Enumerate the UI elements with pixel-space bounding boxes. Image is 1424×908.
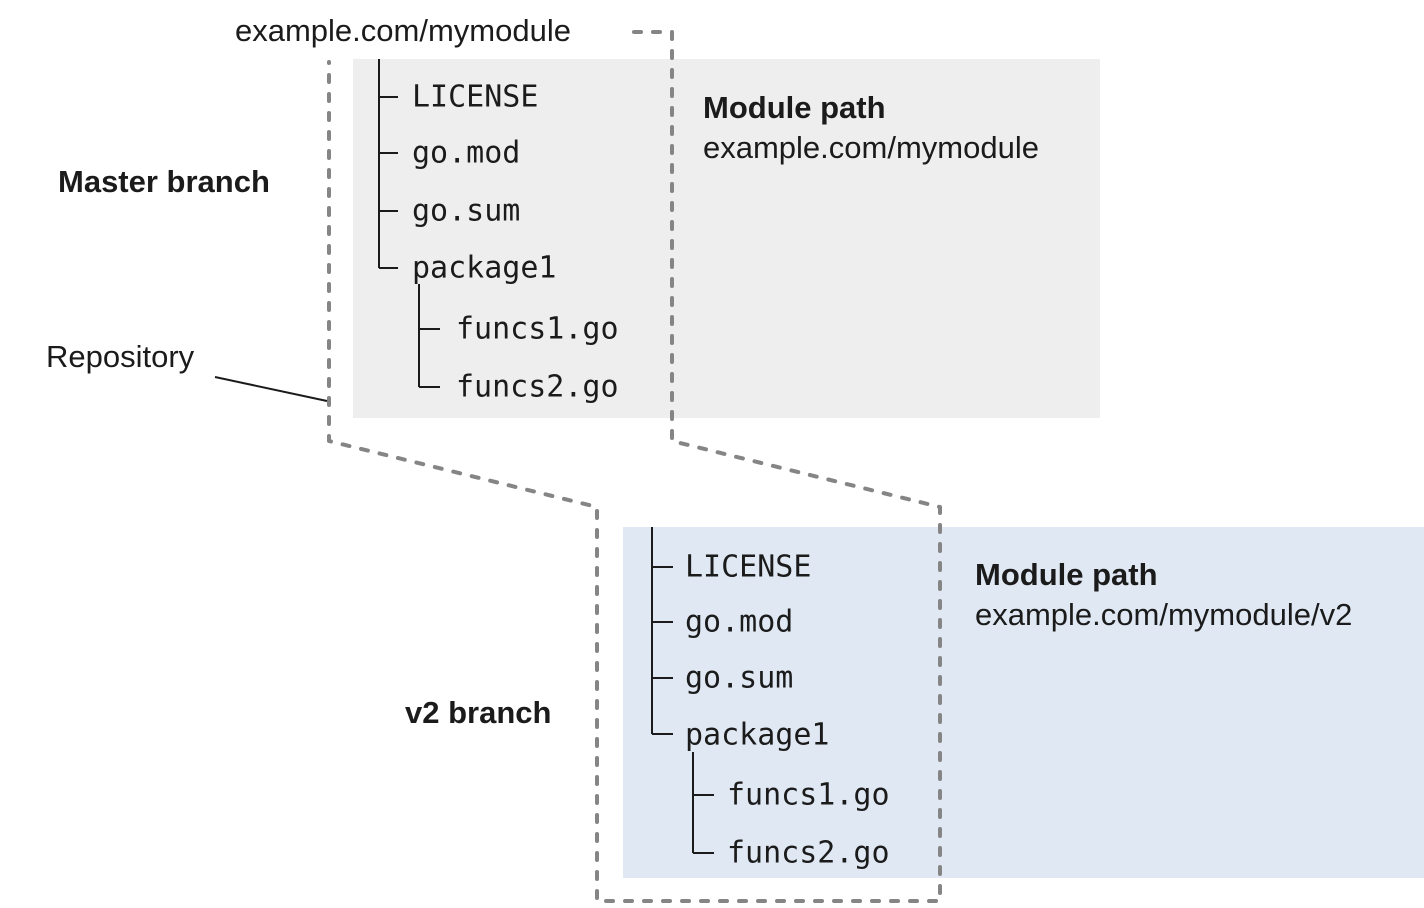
master-file-gosum: go.sum: [412, 193, 521, 229]
repository-pointer-line: [214, 376, 328, 402]
repository-url-label: example.com/mymodule: [235, 12, 571, 48]
repository-label: Repository: [46, 338, 195, 374]
v2-module-path-value: example.com/mymodule/v2: [975, 596, 1353, 632]
master-file-license: LICENSE: [412, 79, 539, 115]
master-file-funcs1: funcs1.go: [456, 311, 619, 347]
v2-branch-label: v2 branch: [405, 694, 552, 730]
v2-file-gosum: go.sum: [685, 660, 794, 696]
v2-file-funcs1: funcs1.go: [727, 777, 890, 813]
master-file-gomod: go.mod: [412, 135, 521, 171]
v2-dir-package1: package1: [685, 717, 830, 753]
v2-file-funcs2: funcs2.go: [727, 835, 890, 871]
v2-file-gomod: go.mod: [685, 604, 794, 640]
v2-file-license: LICENSE: [685, 549, 812, 585]
master-module-path-value: example.com/mymodule: [703, 129, 1039, 165]
master-file-funcs2: funcs2.go: [456, 369, 619, 405]
master-dir-package1: package1: [412, 250, 557, 286]
v2-module-path-title: Module path: [975, 556, 1158, 592]
master-module-path-title: Module path: [703, 89, 886, 125]
master-branch-label: Master branch: [58, 163, 270, 199]
